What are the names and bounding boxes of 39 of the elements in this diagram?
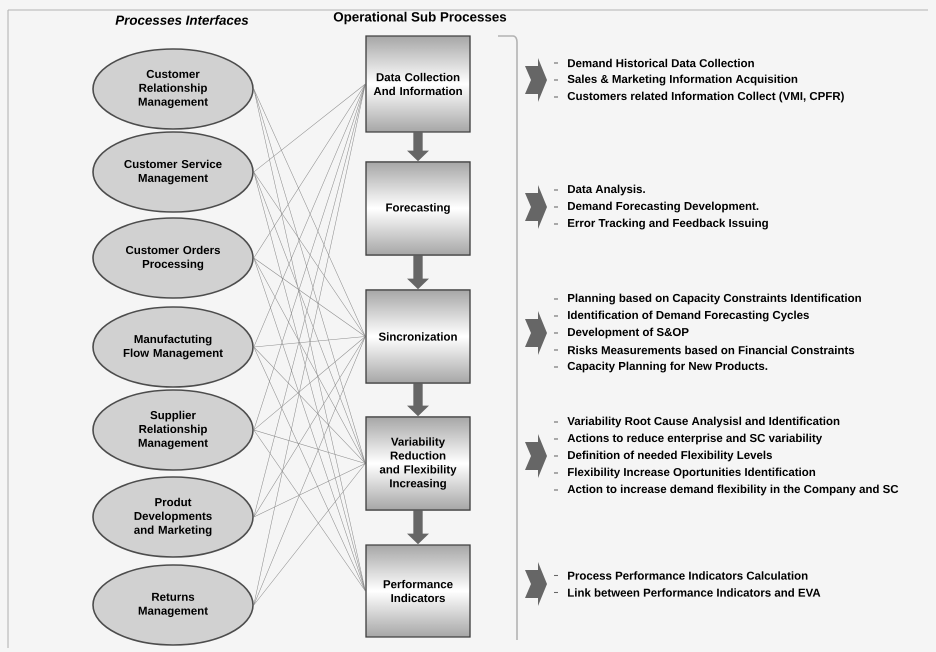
connector-line [254,430,366,592]
connector-line [254,336,366,430]
process-box: Performance Indicators [365,544,471,638]
list-item: Variability Root Cause Analysisl and Identification [567,416,840,428]
process-box: Data Collection And Information [365,35,471,133]
list-item: Identification of Demand Forecasting Cycles [568,310,809,322]
list-item: Customers related Information Collect (VMI, CPFR) [568,92,844,102]
process-box: Sincronization [365,289,471,384]
connector-line [254,258,366,464]
connector-line [254,84,366,258]
list-item: Planning based on Capacity Constraints Identification [568,294,861,304]
connector-line [254,463,366,518]
connector-line [254,463,366,606]
connector-line [254,258,366,592]
list-item: Error Tracking and Feedback Issuing [568,218,768,230]
process-box: Variability Reduction and Flexibility Increasing [365,416,471,511]
process-box: Forecasting [365,161,471,256]
list-item: Data Analysis. [568,184,645,196]
list-item: Actions to reduce enterprise and SC variability [568,434,822,444]
list-item: Capacity Planning for New Products. [568,362,768,372]
connector-line [254,258,366,337]
list-item: Demand Forecasting Development. [568,202,758,212]
connector-line [254,430,366,464]
connector-line [254,172,366,337]
list-item: Action to increase demand flexibility in the Company and SC [568,484,898,496]
list-item: Definition of needed Flexibility Levels [568,450,772,462]
list-item: Process Performance Indicators Calculation [568,571,808,580]
list-item: Development of S&OP [568,328,689,338]
connector-line [254,172,366,464]
list-item: Link between Performance Indicators and EVA [568,588,820,597]
list-item: Flexibility Increase Oportunities Identification [568,468,816,478]
column-heading: Processes Interfaces [116,15,248,25]
list-item: Sales & Marketing Information Acquisition [568,74,798,86]
connector-line [254,336,366,348]
connector-line [254,84,366,172]
list-item: Demand Historical Data Collection [568,58,754,68]
connector-line [254,346,366,464]
connector-line [254,336,366,518]
list-item: Risks Measurements based on Financial Constraints [568,346,854,354]
